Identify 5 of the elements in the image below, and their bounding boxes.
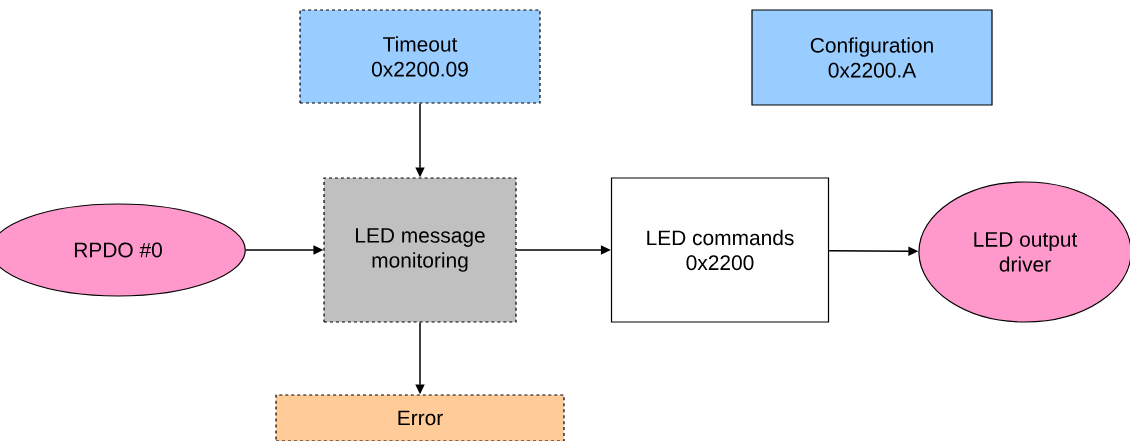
process-box: LED message monitoring [323, 177, 517, 323]
parameter-box: Timeout 0x2200.09 [299, 9, 541, 104]
error-box: Error [275, 394, 565, 441]
process-box: LED commands 0x2200 [610, 177, 830, 323]
parameter-box: Configuration 0x2200.A [751, 9, 993, 106]
